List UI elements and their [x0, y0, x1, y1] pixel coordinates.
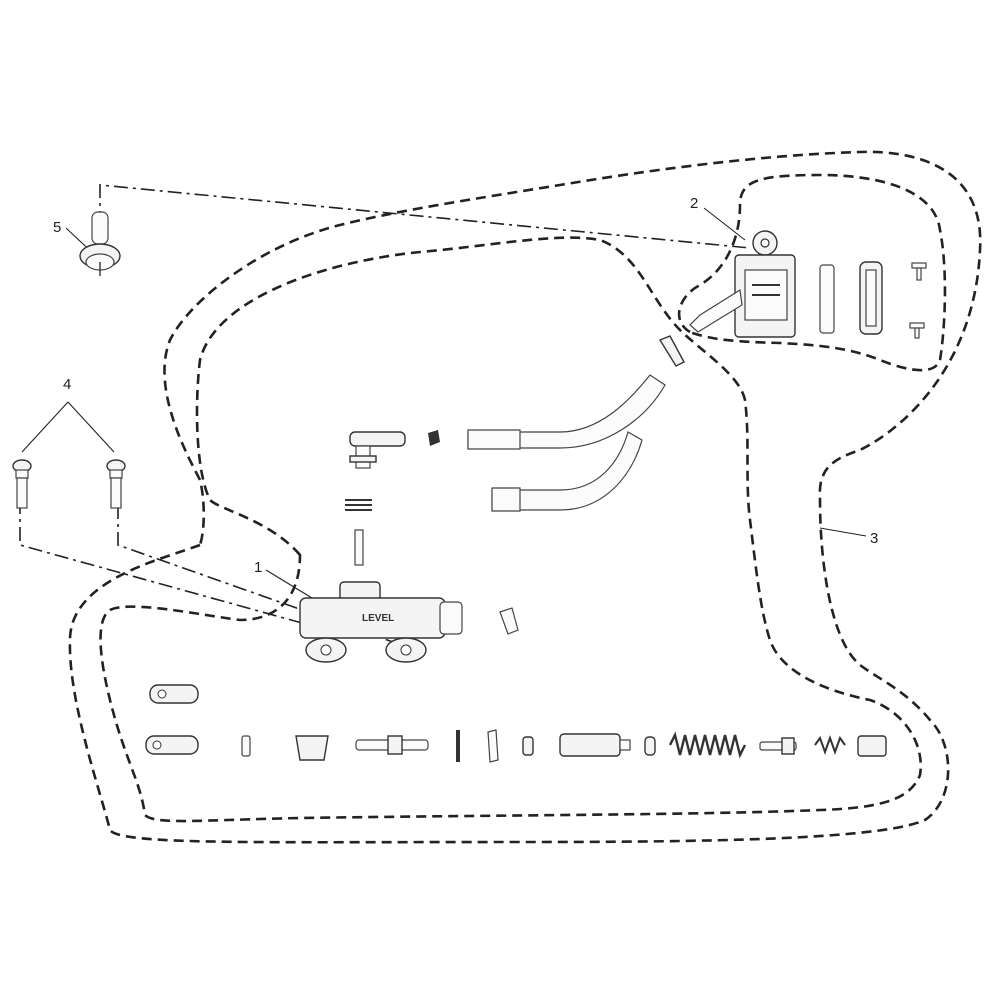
- small-spring: [814, 735, 846, 755]
- upper-spring: [345, 499, 372, 511]
- small-seal: [522, 736, 534, 756]
- snap-ring: [456, 730, 460, 762]
- callout-5: 5: [53, 219, 61, 236]
- kit-3-boundary: [68, 150, 982, 844]
- caliper-kit-outline: [677, 173, 947, 372]
- part-5-bleeder-valve: [79, 211, 121, 276]
- leader-2: [703, 207, 746, 241]
- pushrod-clevis-upper: [149, 684, 199, 704]
- cup-seal: [644, 736, 656, 756]
- brake-hose-lower: [491, 431, 643, 512]
- callout-2: 2: [690, 195, 698, 212]
- elbow-fitting: [349, 431, 406, 469]
- piston: [559, 733, 631, 757]
- callout-labels: 1 2 3 4 5: [53, 195, 878, 576]
- part-2-caliper-assembly: [689, 230, 927, 339]
- callout-4: 4: [63, 376, 71, 393]
- assembly-line-4a-to-1: [19, 500, 321, 629]
- boot-cup: [295, 735, 329, 761]
- pin-upper: [354, 529, 364, 566]
- master-cylinder-marking: LEVEL: [362, 613, 394, 624]
- assembly-line-5-to-2: [99, 184, 751, 249]
- leader-3: [819, 527, 867, 537]
- bracket-clip: [499, 607, 519, 635]
- leader-4a: [21, 401, 69, 453]
- check-valve: [759, 737, 797, 755]
- end-cap: [857, 735, 887, 757]
- callout-1: 1: [254, 559, 262, 576]
- clip-small: [428, 430, 440, 446]
- callout-3: 3: [870, 530, 878, 547]
- small-pin: [241, 735, 251, 757]
- inner-kit-outline: [99, 236, 923, 823]
- assembly-lines: [19, 184, 751, 649]
- brake-hose-upper: [467, 374, 666, 450]
- part-1-master-cylinder: LEVEL: [299, 581, 463, 663]
- leader-1: [265, 569, 313, 599]
- leader-4b: [67, 401, 115, 453]
- pushrod: [355, 735, 429, 755]
- return-spring: [668, 731, 747, 759]
- washer: [487, 729, 499, 763]
- leader-lines: [21, 207, 867, 599]
- part-4-bolt-left: [12, 459, 32, 509]
- pushrod-clevis-lower: [145, 735, 199, 755]
- small-screw: [658, 335, 685, 367]
- outer-kit-outline: [68, 150, 982, 844]
- part-4-bolt-right: [106, 459, 126, 509]
